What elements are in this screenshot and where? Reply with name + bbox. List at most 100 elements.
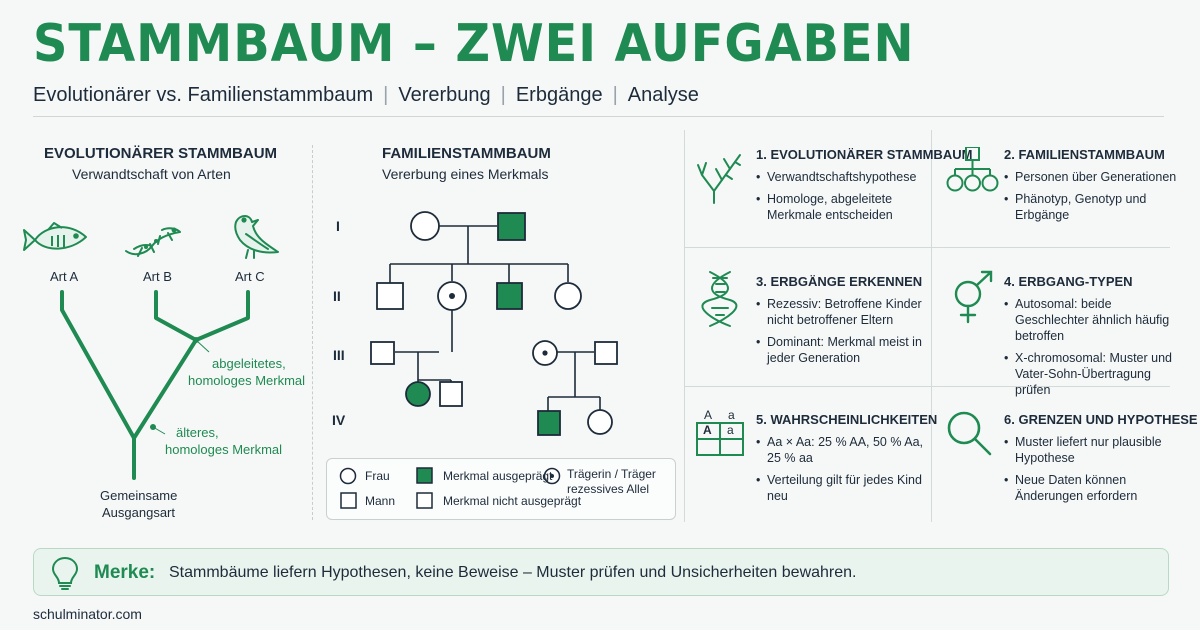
card-bullet: Verwandtschaftshypothese bbox=[756, 169, 936, 185]
branching-tree-icon bbox=[697, 154, 741, 204]
subtitle-item: Evolutionärer vs. Familienstammbaum bbox=[33, 84, 374, 106]
legend-symbols bbox=[339, 467, 561, 509]
info-card: A a A a 5. WAHRSCHEINLICHKEITEN Aa × Aa:… bbox=[686, 408, 937, 522]
punnett-top-label: A bbox=[704, 408, 713, 422]
card-bullet: Phänotyp, Genotyp und Erbgänge bbox=[1004, 191, 1184, 223]
generation-label: III bbox=[333, 347, 345, 363]
leader-line bbox=[196, 340, 210, 353]
card-bullet: Dominant: Merkmal meist in jeder Generat… bbox=[756, 334, 936, 366]
carrier-dot bbox=[542, 350, 548, 356]
derived-label-2: homologes Merkmal bbox=[188, 373, 305, 388]
generation-label: IV bbox=[332, 412, 346, 428]
bird-icon bbox=[234, 215, 279, 259]
card-bullet: Verteilung gilt für jedes Kind neu bbox=[756, 472, 936, 504]
male-unaffected bbox=[376, 282, 404, 310]
lizard-icon bbox=[125, 227, 181, 257]
punnett-grid bbox=[696, 422, 744, 456]
subtitle-item: Analyse bbox=[627, 84, 699, 106]
leader-line bbox=[152, 426, 166, 435]
legend-male-symbol bbox=[340, 492, 357, 509]
card-bullet: Aa × Aa: 25 % AA, 50 % Aa, 25 % aa bbox=[756, 434, 936, 466]
card-bullet: Rezessiv: Betroffene Kinder nicht betrof… bbox=[756, 296, 936, 328]
family-tree-icon bbox=[946, 147, 999, 192]
male-unaffected bbox=[439, 381, 463, 407]
merke-label: Merke: bbox=[94, 562, 156, 583]
pedigree-lines bbox=[389, 225, 601, 411]
male-unaffected bbox=[370, 341, 395, 365]
evolution-tree bbox=[60, 290, 250, 480]
female-unaffected bbox=[587, 409, 613, 435]
lightbulb-icon bbox=[51, 556, 79, 590]
gender-symbols-icon bbox=[954, 270, 993, 324]
legend-female-symbol bbox=[339, 467, 357, 485]
derived-label-1: abgeleitetes, bbox=[212, 356, 286, 371]
legend-unaffected-symbol bbox=[416, 492, 433, 509]
generation-label: II bbox=[333, 288, 341, 304]
pedigree-legend: Frau Mann Merkmal ausgeprägt Merkmal nic… bbox=[326, 458, 676, 520]
info-card: 4. ERBGANG-TYPEN Autosomal: beide Geschl… bbox=[934, 270, 1172, 397]
card-bullets: Autosomal: beide Geschlechter ähnlich hä… bbox=[1004, 296, 1184, 404]
info-card: 2. FAMILIENSTAMMBAUM Personen über Gener… bbox=[934, 147, 1176, 247]
subtitle-item: Erbgänge bbox=[515, 84, 603, 106]
card-title: 1. EVOLUTIONÄRER STAMMBAUM bbox=[756, 147, 973, 162]
card-bullets: Rezessiv: Betroffene Kinder nicht betrof… bbox=[756, 296, 936, 372]
header-divider bbox=[33, 116, 1164, 117]
merke-text: Stammbäume liefern Hypothesen, keine Bew… bbox=[169, 564, 857, 581]
subtitle-item: Vererbung bbox=[398, 84, 491, 106]
grid-divider bbox=[684, 386, 1170, 387]
card-bullet: Homologe, abgeleitete Merkmale entscheid… bbox=[756, 191, 936, 223]
grid-divider bbox=[684, 247, 1170, 248]
female-unaffected bbox=[410, 211, 440, 241]
family-subtitle: Vererbung eines Merkmals bbox=[382, 166, 549, 182]
evolution-subtitle: Verwandtschaft von Arten bbox=[72, 166, 231, 182]
card-bullet: X-chromosomal: Muster und Vater-Sohn-Übe… bbox=[1004, 350, 1184, 398]
punnett-cell-label: A bbox=[703, 423, 712, 437]
root-label-2: Ausgangsart bbox=[102, 505, 175, 520]
male-unaffected bbox=[594, 341, 618, 365]
card-title: 4. ERBGANG-TYPEN bbox=[1004, 274, 1133, 289]
separator: | bbox=[612, 84, 618, 106]
grid-divider bbox=[684, 130, 685, 522]
older-label-1: älteres, bbox=[176, 425, 219, 440]
root-label-1: Gemeinsame bbox=[100, 488, 177, 503]
fish-icon bbox=[23, 222, 87, 251]
legend-unaffected-label: Merkmal nicht ausgeprägt bbox=[443, 494, 582, 508]
card-title: 6. GRENZEN UND HYPOTHESE bbox=[1004, 412, 1198, 427]
card-title: 3. ERBGÄNGE ERKENNEN bbox=[756, 274, 923, 289]
card-bullet: Muster liefert nur plausible Hypothese bbox=[1004, 434, 1184, 466]
panel-divider bbox=[312, 145, 313, 520]
carrier-dot bbox=[550, 474, 554, 478]
separator: | bbox=[500, 84, 506, 106]
legend-carrier-label-2: rezessives Allel bbox=[567, 482, 650, 496]
card-title: 2. FAMILIENSTAMMBAUM bbox=[1004, 147, 1165, 162]
species-label-c: Art C bbox=[235, 269, 265, 284]
magnifier-icon bbox=[947, 411, 992, 456]
punnett-square-icon: A a A a bbox=[696, 408, 752, 460]
card-bullets: Muster liefert nur plausible Hypothese N… bbox=[1004, 434, 1184, 510]
carrier-dot bbox=[449, 293, 455, 299]
male-affected bbox=[496, 282, 523, 310]
punnett-cell-label: a bbox=[727, 423, 734, 437]
info-card: 6. GRENZEN UND HYPOTHESE Muster liefert … bbox=[934, 411, 1198, 522]
info-card: 1. EVOLUTIONÄRER STAMMBAUM Verwandtschaf… bbox=[686, 147, 972, 247]
legend-carrier-label-1: Trägerin / Träger bbox=[567, 467, 656, 481]
separator: | bbox=[383, 84, 389, 106]
card-title: 5. WAHRSCHEINLICHKEITEN bbox=[756, 412, 938, 427]
card-bullet: Autosomal: beide Geschlechter ähnlich hä… bbox=[1004, 296, 1184, 344]
legend-affected-label: Merkmal ausgeprägt bbox=[443, 469, 553, 483]
card-bullets: Verwandtschaftshypothese Homologe, abgel… bbox=[756, 169, 936, 229]
species-label-b: Art B bbox=[143, 269, 172, 284]
info-card: 3. ERBGÄNGE ERKENNEN Rezessiv: Betroffen… bbox=[686, 271, 930, 384]
dna-icon bbox=[701, 271, 738, 327]
legend-female-label: Frau bbox=[365, 469, 390, 483]
generation-label: I bbox=[336, 218, 340, 234]
card-bullets: Personen über Generationen Phänotyp, Gen… bbox=[1004, 169, 1184, 229]
card-bullet: Personen über Generationen bbox=[1004, 169, 1184, 185]
page-subtitle: Evolutionärer vs. Familienstammbaum | Vere… bbox=[33, 84, 699, 107]
card-bullets: Aa × Aa: 25 % AA, 50 % Aa, 25 % aa Verte… bbox=[756, 434, 936, 510]
legend-affected-symbol bbox=[416, 467, 433, 484]
species-label-a: Art A bbox=[50, 269, 79, 284]
punnett-top-label: a bbox=[728, 408, 735, 422]
card-bullet: Neue Daten können Änderungen erfordern bbox=[1004, 472, 1184, 504]
